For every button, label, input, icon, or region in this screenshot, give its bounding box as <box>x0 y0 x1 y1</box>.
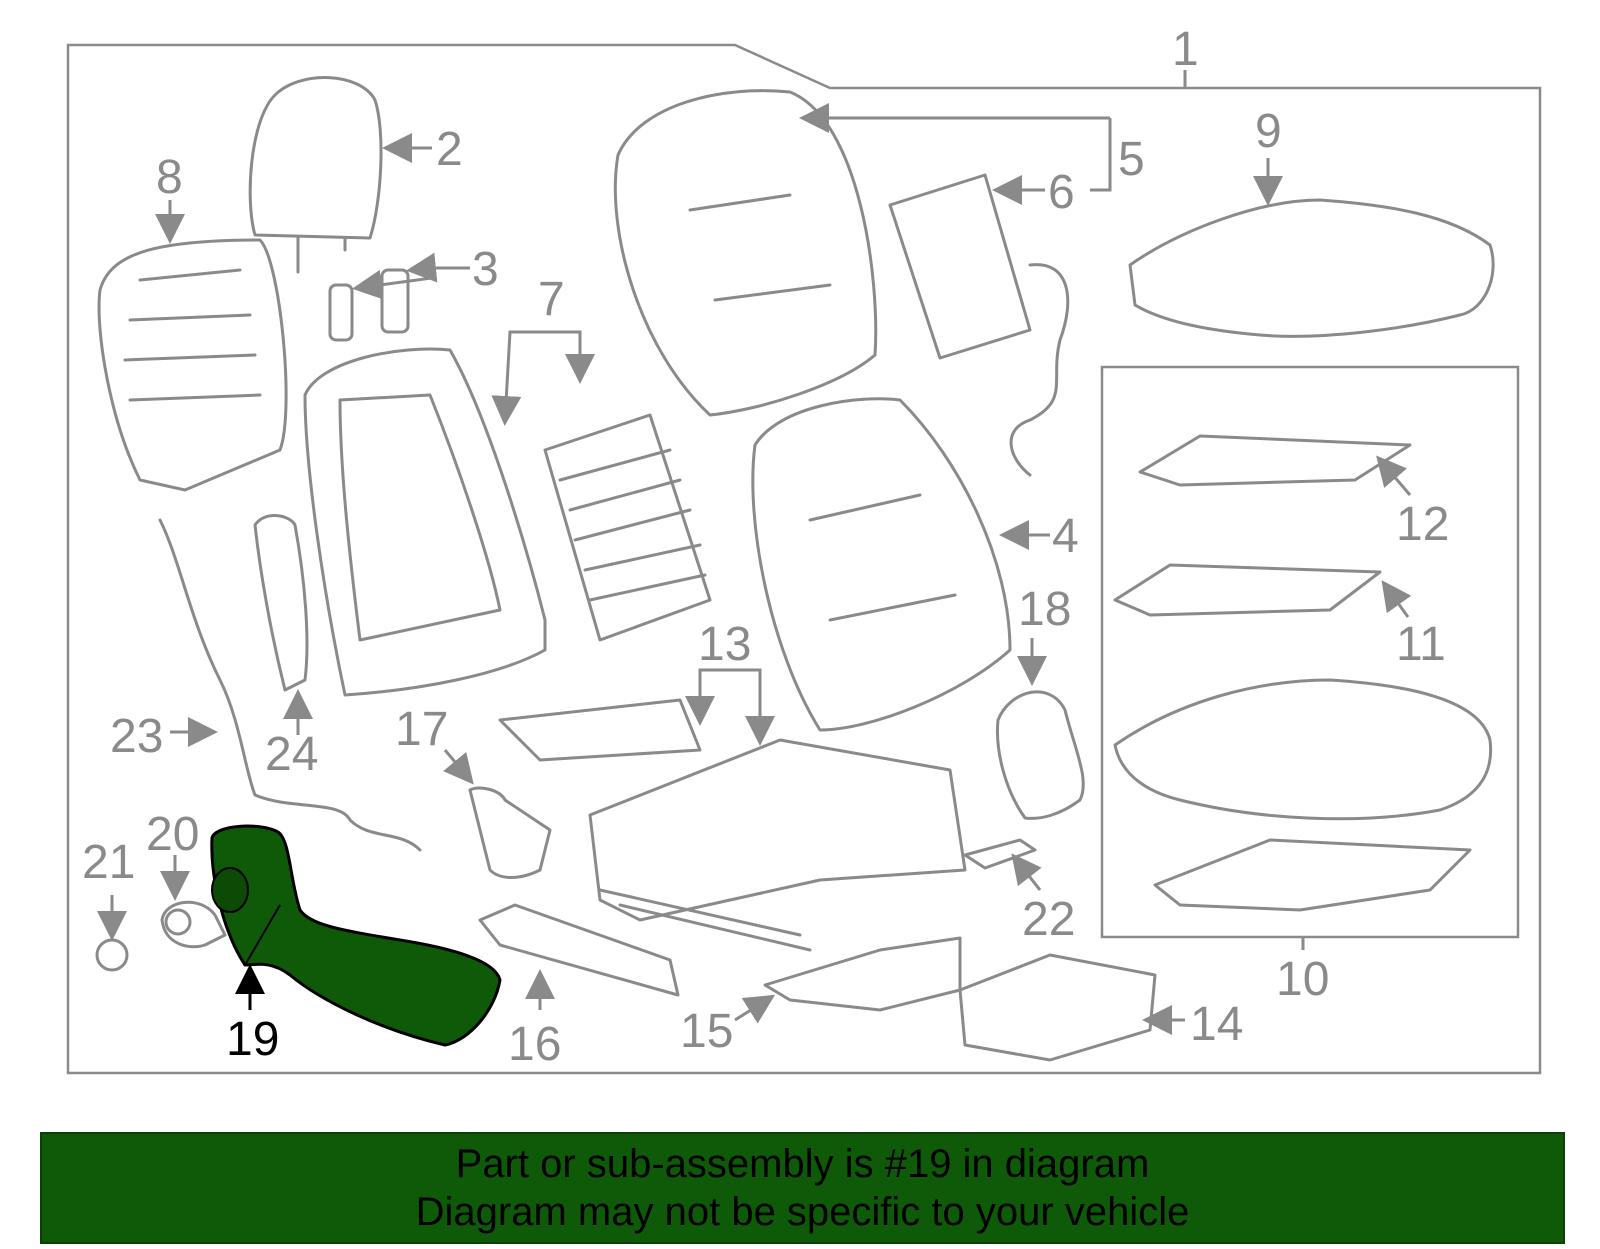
highlighted-part-19 <box>210 824 502 1047</box>
callout-8: 8 <box>156 151 183 204</box>
recliner-cover-part <box>468 786 552 879</box>
side-shield-part <box>996 690 1085 820</box>
callout-12: 12 <box>1396 498 1449 551</box>
callout-6: 6 <box>1048 166 1075 219</box>
callout-4: 4 <box>1052 510 1079 563</box>
callout-15: 15 <box>680 1005 733 1058</box>
seat-base-frame-part <box>498 698 967 952</box>
heater-wire-part <box>1009 263 1070 477</box>
callout-9: 9 <box>1255 105 1282 158</box>
seat-back-cushion-part <box>751 397 1012 732</box>
storage-tray-part <box>958 953 1157 1062</box>
callout-11: 11 <box>1396 618 1446 671</box>
seat-back-spring-part <box>543 413 712 642</box>
callout-5: 5 <box>1118 133 1145 186</box>
side-trim-part <box>253 514 309 692</box>
callout-18: 18 <box>1018 583 1071 636</box>
info-banner: Part or sub-assembly is #19 in diagram D… <box>40 1132 1565 1244</box>
cushion-base-part <box>1153 838 1472 912</box>
seat-back-frame-part <box>303 347 547 697</box>
headrest-part <box>248 76 383 274</box>
clip-part <box>963 838 1037 870</box>
callout-13: 13 <box>698 618 751 671</box>
callout-1: 1 <box>1172 23 1199 76</box>
callout-16: 16 <box>508 1018 561 1071</box>
callout-3: 3 <box>472 243 499 296</box>
callout-17: 17 <box>395 703 448 756</box>
callout-20: 20 <box>146 808 199 861</box>
knob-part <box>160 900 227 949</box>
callout-21: 21 <box>82 836 135 889</box>
callout-22: 22 <box>1022 893 1075 946</box>
banner-line-part-number: Part or sub-assembly is #19 in diagram <box>455 1142 1150 1186</box>
callout-10: 10 <box>1276 953 1329 1006</box>
heater-mat-part <box>1113 563 1382 617</box>
leader-lines <box>97 70 1412 1035</box>
callout-14: 14 <box>1190 998 1243 1051</box>
sensor-mat-part <box>1138 434 1412 487</box>
trim-panel-part <box>478 903 680 997</box>
callout-2: 2 <box>436 123 463 176</box>
callout-labels: 1 2 3 4 5 6 7 8 9 10 11 12 13 14 15 16 1… <box>82 23 1449 1071</box>
back-panel-part <box>97 238 288 492</box>
seat-cushion-part <box>1113 678 1493 821</box>
callout-7: 7 <box>538 273 565 326</box>
bracket-part <box>763 936 962 1012</box>
assembly-frame <box>66 43 1542 1075</box>
cap-part <box>95 938 129 972</box>
callout-23: 23 <box>110 710 163 763</box>
seat-back-cover-part <box>613 89 878 417</box>
cushion-cover-part <box>1128 198 1495 338</box>
seat-back-pad-part <box>888 173 1032 360</box>
callout-19-highlighted: 19 <box>226 1013 279 1066</box>
cushion-group-box <box>1100 365 1520 939</box>
headrest-guide-part <box>328 268 410 342</box>
wiring-harness-part <box>158 518 422 852</box>
banner-line-disclaimer: Diagram may not be specific to your vehi… <box>415 1190 1190 1234</box>
seat-parts-diagram: 1 2 3 4 5 6 7 8 9 10 11 12 13 14 15 16 1… <box>66 23 1542 1075</box>
callout-24: 24 <box>265 728 318 781</box>
